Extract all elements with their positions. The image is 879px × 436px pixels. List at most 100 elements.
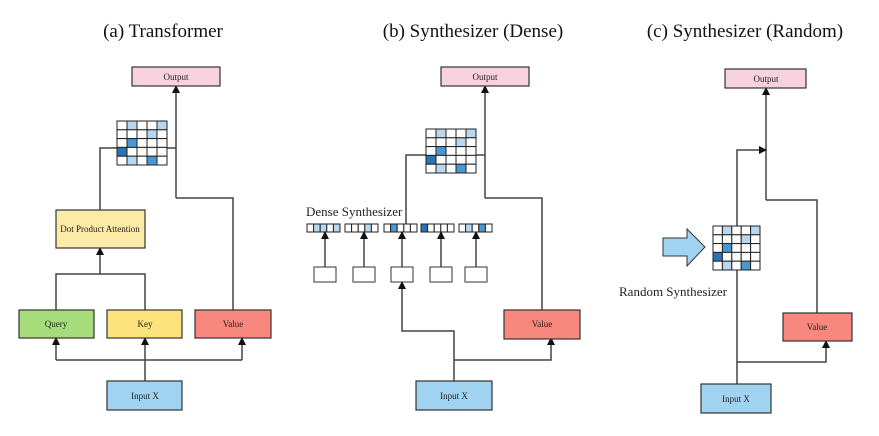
matrix-cell [116,129,128,140]
matrix-cell [731,260,742,271]
value-box-a: Value [194,309,272,339]
input-to-value-arrow-b [454,337,555,361]
matrix-cell [146,138,158,148]
matrix-cell [740,243,752,253]
matrix-cell [435,137,447,148]
dense-vector [306,223,341,233]
dense-synthesizer-label: Dense Synthesizer [306,204,403,219]
matrix-cell [731,243,742,253]
matrix-cell [455,154,467,165]
dense-vector [420,223,455,233]
vector-cell [433,223,442,233]
value-label-b: Value [532,319,553,329]
matrix-cell [156,146,168,157]
matrix-cell [712,225,723,236]
panel-title-b: (b) Synthesizer (Dense) [383,21,563,42]
matrix-cell [465,154,477,165]
vector-cell [351,223,359,233]
input-to-value-arrow-c [737,340,830,363]
matrix-cell [116,146,128,157]
matrix-cell [146,146,158,157]
dot-product-label: Dot Product Attention [60,224,140,234]
input-box-b: Input X [415,380,493,411]
input-box-c: Input X [700,383,772,414]
matrix-cell [116,155,128,166]
matrix-cell [136,120,148,131]
qk-join-line [55,273,146,310]
input-label-a: Input X [131,391,159,401]
vector-cell [465,223,473,233]
panel-synthesizer-dense: (b) Synthesizer (Dense) Output Dense Syn… [306,21,581,411]
value-to-output-line-a [176,197,234,310]
matrix-cell [455,163,467,174]
matrix-cell [750,251,761,262]
matrix-cell [731,225,742,236]
vector-cell [326,223,334,233]
vector-cell [446,223,455,233]
matrix-cell [156,129,168,140]
attention-matrix-b [425,128,477,174]
matrix-cell [146,129,158,140]
vector-cell [383,223,392,233]
panel-title-a: (a) Transformer [103,21,223,42]
matrix-cell [721,234,733,245]
matrix-cell [750,234,761,245]
output-box-b: Output [440,66,530,87]
matrix-cell [136,129,148,140]
matrix-cell [465,163,477,174]
value-label-c: Value [807,322,828,332]
matrix-cell [455,128,467,139]
matrix-cell [126,120,138,131]
matrix-cell [740,251,752,262]
output-label-c: Output [753,74,779,84]
matrix-cell [712,234,723,245]
matrix-cell [116,138,128,148]
random-input-arrow-icon [662,227,706,268]
matrix-cell [465,137,477,148]
matrix-cell [136,138,148,148]
matrix-cell [721,243,733,253]
matrix-cell [146,120,158,131]
input-label-b: Input X [440,391,468,401]
input-box-a: Input X [106,380,183,411]
vector-cell [390,223,398,233]
matrix-cell [465,146,477,156]
vector-cell [306,223,315,233]
matrix-cell [445,128,457,139]
matrix-cell [435,163,447,174]
matrix-cell [425,137,437,148]
output-label-a: Output [163,72,189,82]
panel-transformer: (a) Transformer Output Dot Product Atten… [18,21,272,411]
vector-cell [403,223,411,233]
dense-projection-box [429,266,453,283]
output-label-b: Output [472,72,498,82]
dense-projection-box [313,266,337,283]
matrix-cell [146,155,158,166]
value-to-output-line-b [485,197,543,310]
matrix-cell [740,225,752,236]
input-to-dense-arrow [398,281,455,381]
matrix-cell [721,225,733,236]
vector-cell [396,223,405,233]
matrix-cell [425,128,437,139]
matrix-cell [126,129,138,140]
value-box-c: Value [782,312,853,342]
matrix-cell [136,146,148,157]
vector-cell [319,223,328,233]
matrix-cell [136,155,148,166]
matrix-cell [740,234,752,245]
attention-matrix-c [712,225,761,271]
dense-projection-box [352,266,376,283]
vector-cell [484,223,493,233]
dense-projection-box [390,266,414,283]
matrix-cell [465,128,477,139]
matrix-cell [435,154,447,165]
matrix-cell [455,137,467,148]
attention-matrix-a [116,120,168,166]
panel-synthesizer-random: (c) Synthesizer (Random) Output Random S… [619,21,853,414]
key-label: Key [138,319,153,329]
dense-vector [383,223,418,233]
value-to-output-line-c [766,199,818,313]
random-synthesizer-label: Random Synthesizer [619,284,728,299]
